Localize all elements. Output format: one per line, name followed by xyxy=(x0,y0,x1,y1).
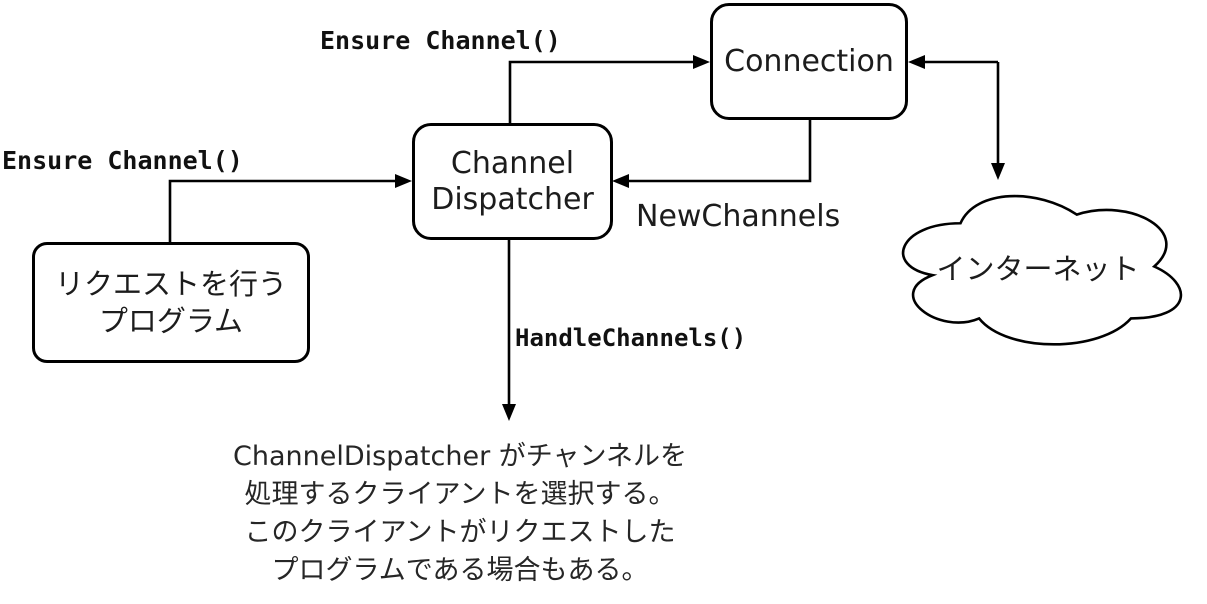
arrow-ensure-channel-top xyxy=(508,55,710,123)
arrow-handle-channels xyxy=(502,234,516,421)
edge-label-ensure-channel-top: Ensure Channel() xyxy=(320,26,561,55)
caption-line: 処理するクライアントを選択する。 xyxy=(244,479,676,510)
caption-line: ChannelDispatcher がチャンネルを xyxy=(233,441,687,472)
node-channel-dispatcher-label-line1: Channel xyxy=(450,146,575,182)
edge-label-ensure-channel-left: Ensure Channel() xyxy=(2,146,243,175)
cloud-icon xyxy=(901,194,1183,346)
node-channel-dispatcher-label-line2: Dispatcher xyxy=(431,181,594,217)
node-requesting-program: リクエストを行う プログラム xyxy=(32,242,310,363)
node-requesting-program-label-line1: リクエストを行う xyxy=(54,266,287,301)
node-channel-dispatcher: Channel Dispatcher xyxy=(412,123,613,240)
node-internet-label: インターネット xyxy=(936,251,1140,286)
edge-label-handle-channels: HandleChannels() xyxy=(515,324,747,352)
node-connection: Connection xyxy=(710,3,908,120)
edge-label-new-channels: NewChannels xyxy=(636,199,841,234)
arrow-ensure-channel-left xyxy=(168,174,412,242)
arrow-internet-to-connection xyxy=(908,55,998,69)
node-connection-label: Connection xyxy=(724,43,894,79)
node-internet-cloud: インターネット xyxy=(883,180,1193,353)
caption-line: プログラムである場合もある。 xyxy=(271,555,649,586)
arrow-connection-to-internet xyxy=(991,62,1005,180)
arrow-new-channels xyxy=(612,114,812,188)
node-requesting-program-label-line2: プログラム xyxy=(98,303,244,338)
caption: ChannelDispatcher がチャンネルを 処理するクライアントを選択す… xyxy=(190,438,730,590)
caption-line: このクライアントがリクエストした xyxy=(244,517,676,548)
